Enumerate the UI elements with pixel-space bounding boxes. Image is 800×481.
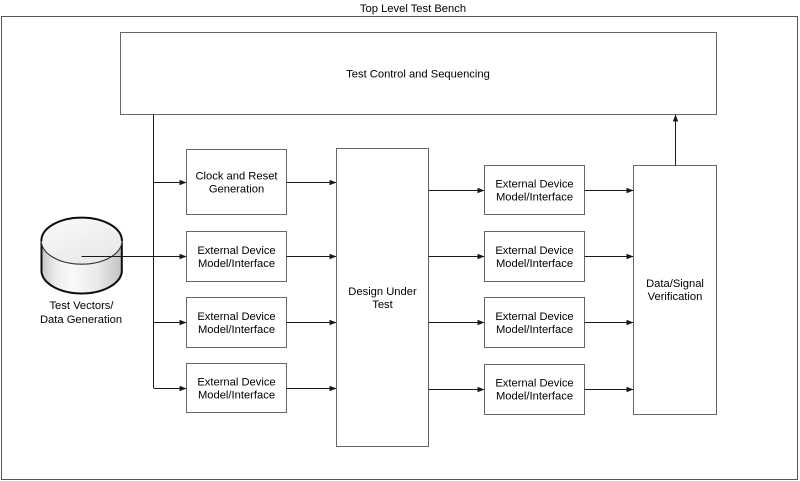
svg-text:External Device: External Device xyxy=(495,311,573,323)
svg-text:Top Level Test Bench: Top Level Test Bench xyxy=(360,3,466,15)
svg-text:Model/Interface: Model/Interface xyxy=(496,258,573,270)
svg-text:Test Control and Sequencing: Test Control and Sequencing xyxy=(346,68,490,80)
svg-text:Model/Interface: Model/Interface xyxy=(198,324,275,336)
svg-text:Data Generation: Data Generation xyxy=(40,314,122,326)
svg-text:External Device: External Device xyxy=(495,245,573,257)
svg-text:External Device: External Device xyxy=(495,377,573,389)
svg-text:External Device: External Device xyxy=(197,245,275,257)
svg-text:Model/Interface: Model/Interface xyxy=(198,390,275,402)
svg-text:Model/Interface: Model/Interface xyxy=(496,192,573,204)
svg-text:Data/Signal: Data/Signal xyxy=(646,278,704,290)
svg-text:External Device: External Device xyxy=(197,376,275,388)
svg-text:Generation: Generation xyxy=(209,184,264,196)
svg-text:External Device: External Device xyxy=(495,178,573,190)
svg-text:Clock and Reset: Clock and Reset xyxy=(195,170,278,182)
svg-text:Design Under: Design Under xyxy=(348,286,417,298)
svg-text:Model/Interface: Model/Interface xyxy=(496,324,573,336)
svg-text:Model/Interface: Model/Interface xyxy=(496,391,573,403)
svg-text:External Device: External Device xyxy=(197,311,275,323)
svg-text:Verification: Verification xyxy=(648,291,703,303)
svg-text:Test Vectors/: Test Vectors/ xyxy=(49,300,114,312)
svg-text:Test: Test xyxy=(372,299,393,311)
svg-text:Model/Interface: Model/Interface xyxy=(198,258,275,270)
